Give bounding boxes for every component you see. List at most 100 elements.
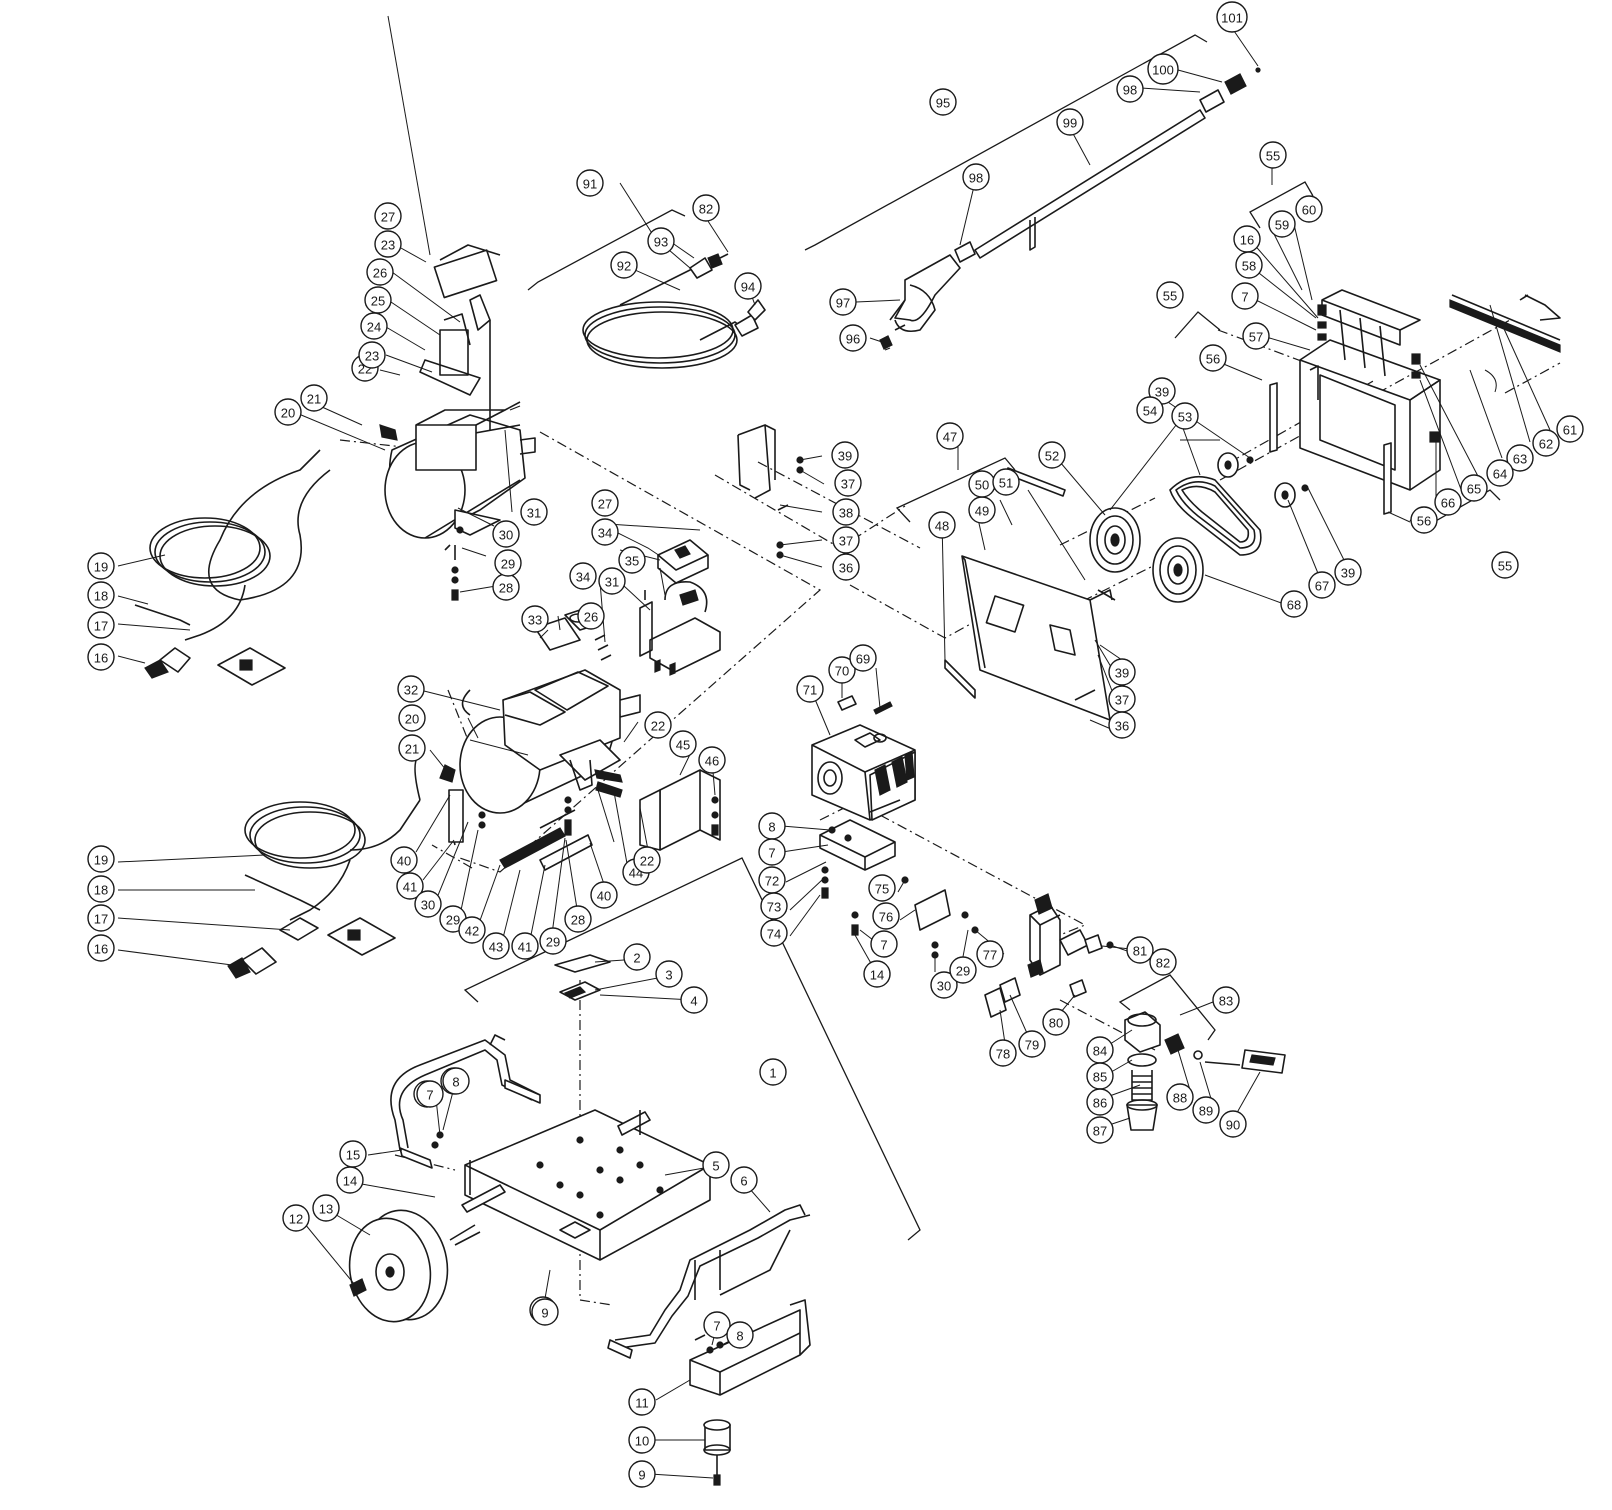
- callout-circle: [282, 1204, 310, 1232]
- callout-21: 21: [300, 384, 328, 412]
- callout-circle: [1216, 1, 1248, 33]
- callout-circle: [796, 675, 824, 703]
- callout-27: 27: [374, 202, 402, 230]
- callout-1: 1: [759, 1058, 787, 1086]
- callout-71: 71: [796, 675, 824, 703]
- callout-circle: [358, 341, 386, 369]
- callout-30: 30: [930, 971, 958, 999]
- callout-label: 20: [281, 406, 295, 421]
- callout-49: 49: [968, 496, 996, 524]
- inlet-filter: [1124, 1011, 1286, 1131]
- callout-label: 25: [371, 294, 385, 309]
- callout-circle: [300, 384, 328, 412]
- callout-circle: [598, 567, 626, 595]
- callout-circle: [569, 562, 597, 590]
- callout-label: 90: [1226, 1118, 1240, 1133]
- callout-label: 21: [307, 392, 321, 407]
- callout-label: 4: [690, 994, 697, 1009]
- callout-label: 40: [597, 889, 611, 904]
- callout-circle: [669, 730, 697, 758]
- callout-label: 33: [528, 613, 542, 628]
- callout-62: 62: [1532, 429, 1560, 457]
- callout-16: 16: [1233, 225, 1261, 253]
- callout-label: 39: [1341, 566, 1355, 581]
- callout-label: 6: [740, 1174, 747, 1189]
- callout-label: 45: [676, 738, 690, 753]
- callout-55: 55: [1156, 281, 1184, 309]
- callout-65: 65: [1460, 474, 1488, 502]
- callout-20: 20: [274, 398, 302, 426]
- callout-label: 7: [426, 1088, 433, 1103]
- callout-29: 29: [494, 549, 522, 577]
- callout-80: 80: [1042, 1008, 1070, 1036]
- callout-label: 3: [665, 968, 672, 983]
- callout-16: 16: [87, 643, 115, 671]
- callout-circle: [1259, 141, 1287, 169]
- handle-frame: [737, 424, 804, 559]
- callout-label: 29: [546, 935, 560, 950]
- callout-label: 101: [1221, 11, 1243, 26]
- callout-label: 27: [598, 497, 612, 512]
- callout-74: 74: [760, 919, 788, 947]
- callout-50: 50: [968, 470, 996, 498]
- callout-circle: [702, 1151, 730, 1179]
- callout-circle: [929, 88, 957, 116]
- assembly-brackets: [463, 34, 1501, 1241]
- callout-41: 41: [396, 872, 424, 900]
- callout-label: 24: [367, 320, 381, 335]
- callout-label: 61: [1563, 423, 1577, 438]
- callout-39: 39: [1108, 658, 1136, 686]
- callout-circle: [1434, 488, 1462, 516]
- callout-64: 64: [1486, 459, 1514, 487]
- callout-28: 28: [492, 573, 520, 601]
- callout-55: 55: [1491, 551, 1519, 579]
- callout-label: 72: [765, 874, 779, 889]
- callout-label: 8: [452, 1075, 459, 1090]
- callout-22: 22: [644, 711, 672, 739]
- callout-label: 93: [654, 235, 668, 250]
- callout-59: 59: [1268, 210, 1296, 238]
- callout-8: 8: [758, 812, 786, 840]
- callout-circle: [492, 520, 520, 548]
- callout-56: 56: [1199, 344, 1227, 372]
- bracket-45: [639, 769, 721, 851]
- callout-label: 57: [1249, 330, 1263, 345]
- callout-101: 101: [1216, 1, 1248, 33]
- callout-label: 56: [1417, 514, 1431, 529]
- callout-label: 28: [571, 913, 585, 928]
- callout-94: 94: [734, 272, 762, 300]
- callout-label: 26: [373, 266, 387, 281]
- callout-circle: [520, 498, 548, 526]
- callout-7: 7: [1231, 282, 1259, 310]
- callout-label: 63: [1513, 452, 1527, 467]
- callout-circle: [1156, 281, 1184, 309]
- callout-72: 72: [758, 866, 786, 894]
- callout-79: 79: [1018, 1030, 1046, 1058]
- callout-label: 30: [421, 898, 435, 913]
- callout-circle: [628, 1460, 656, 1488]
- callout-label: 7: [768, 846, 775, 861]
- callout-circle: [698, 746, 726, 774]
- callout-7: 7: [703, 1311, 731, 1339]
- callout-38: 38: [832, 498, 860, 526]
- callout-circle: [832, 553, 860, 581]
- callout-label: 31: [605, 575, 619, 590]
- callout-circle: [618, 546, 646, 574]
- callout-circle: [1086, 1088, 1114, 1116]
- callout-36: 36: [1108, 711, 1136, 739]
- callout-53: 53: [1171, 402, 1199, 430]
- callout-circle: [628, 1388, 656, 1416]
- callout-circle: [366, 258, 394, 286]
- callout-circle: [494, 549, 522, 577]
- callout-33: 33: [521, 605, 549, 633]
- callout-circle: [1126, 936, 1154, 964]
- callout-circle: [1231, 282, 1259, 310]
- callout-label: 31: [527, 506, 541, 521]
- callout-label: 94: [741, 280, 755, 295]
- callout-label: 66: [1441, 496, 1455, 511]
- callout-circle: [1018, 1030, 1046, 1058]
- callout-22: 22: [633, 846, 661, 874]
- callout-75: 75: [868, 874, 896, 902]
- callout-circle: [1410, 506, 1438, 534]
- callout-52: 52: [1038, 441, 1066, 469]
